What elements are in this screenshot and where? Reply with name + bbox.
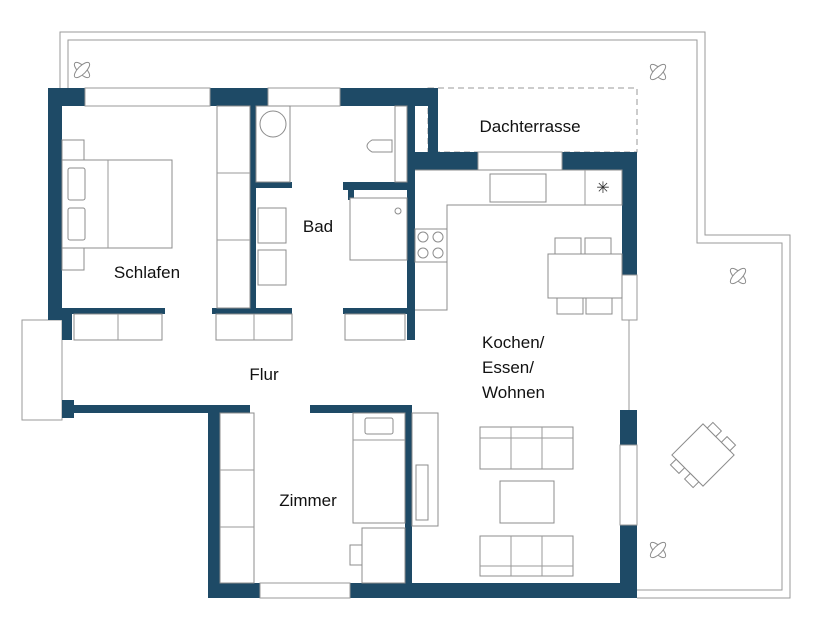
room-label-bath: Bad [303, 217, 333, 236]
toilet-cistern [394, 105, 408, 183]
room-label-living-1: Kochen/ [482, 333, 545, 352]
toilet [366, 139, 393, 153]
star-icon: ✳ [596, 178, 609, 197]
room-label-living-3: Wohnen [482, 383, 545, 402]
sofa [479, 535, 574, 577]
dining-table [547, 237, 623, 315]
sinks [257, 207, 287, 286]
room-label-room: Zimmer [279, 491, 337, 510]
wardrobe [216, 105, 251, 309]
room-label-terrace: Dachterrasse [479, 117, 580, 136]
sofa [479, 426, 574, 470]
hall-niche [21, 319, 63, 421]
tv-cabinet [411, 412, 439, 527]
plant-icon [729, 267, 747, 285]
room-wardrobe [219, 412, 255, 584]
plant-icon [649, 541, 667, 559]
walls [48, 88, 637, 598]
room-label-hall: Flur [249, 365, 279, 384]
double-bed [61, 139, 173, 271]
desk [349, 527, 406, 584]
room-label-bedroom: Schlafen [114, 263, 180, 282]
shower-drain [394, 207, 402, 215]
stove [414, 228, 448, 263]
single-bed [352, 412, 406, 524]
coffee-table [499, 480, 555, 524]
plant-icon [73, 61, 91, 79]
plant-icon [649, 63, 667, 81]
room-label-living-2: Essen/ [482, 358, 534, 377]
shower-tray [349, 197, 408, 261]
washing-machine [255, 105, 291, 183]
hall-cabinets [73, 313, 406, 341]
kitchen-counter: ✳ [415, 169, 623, 311]
terrace-table [669, 421, 737, 489]
